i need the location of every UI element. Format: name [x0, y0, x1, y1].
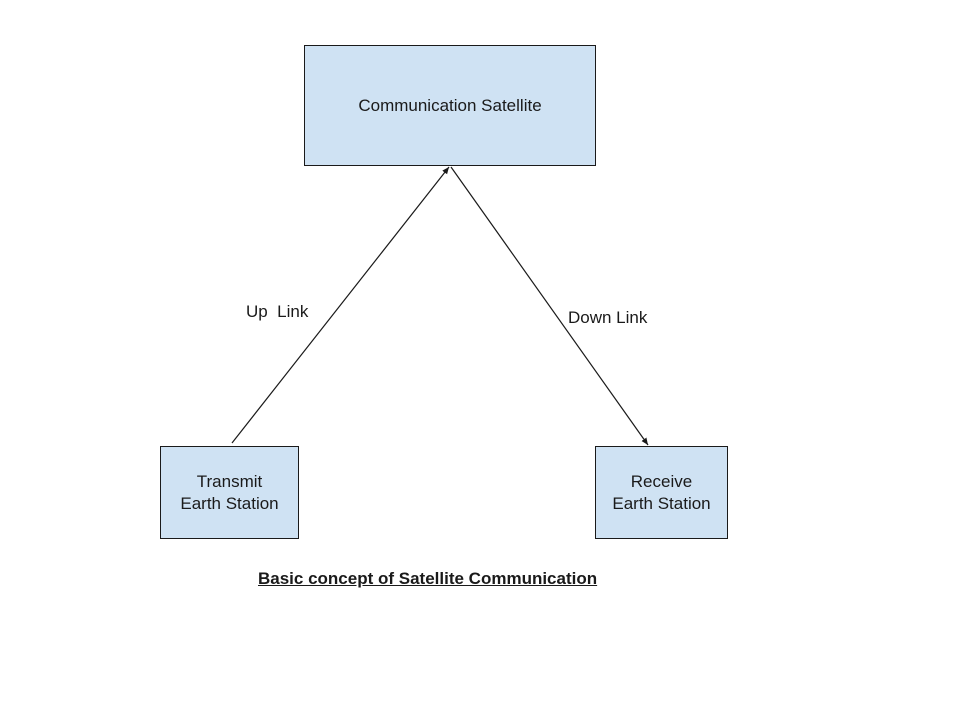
uplink-label: Up Link [246, 302, 309, 321]
transmit-earth-station-node: Transmit Earth Station [160, 446, 299, 539]
uplink-arrow [231, 166, 450, 444]
downlink-label: Down Link [568, 308, 648, 327]
transmit-label-line-1: Transmit [196, 471, 263, 491]
diagram-caption: Basic concept of Satellite Communication [258, 569, 598, 588]
satellite-label: Communication Satellite [358, 95, 542, 115]
receive-label-line-1: Receive [630, 471, 693, 491]
downlink-arrow [450, 166, 649, 446]
transmit-label-line-2: Earth Station [180, 493, 279, 513]
receive-label-line-2: Earth Station [612, 493, 711, 513]
receive-earth-station-node: Receive Earth Station [595, 446, 728, 539]
communication-satellite-node: Communication Satellite [304, 45, 596, 166]
